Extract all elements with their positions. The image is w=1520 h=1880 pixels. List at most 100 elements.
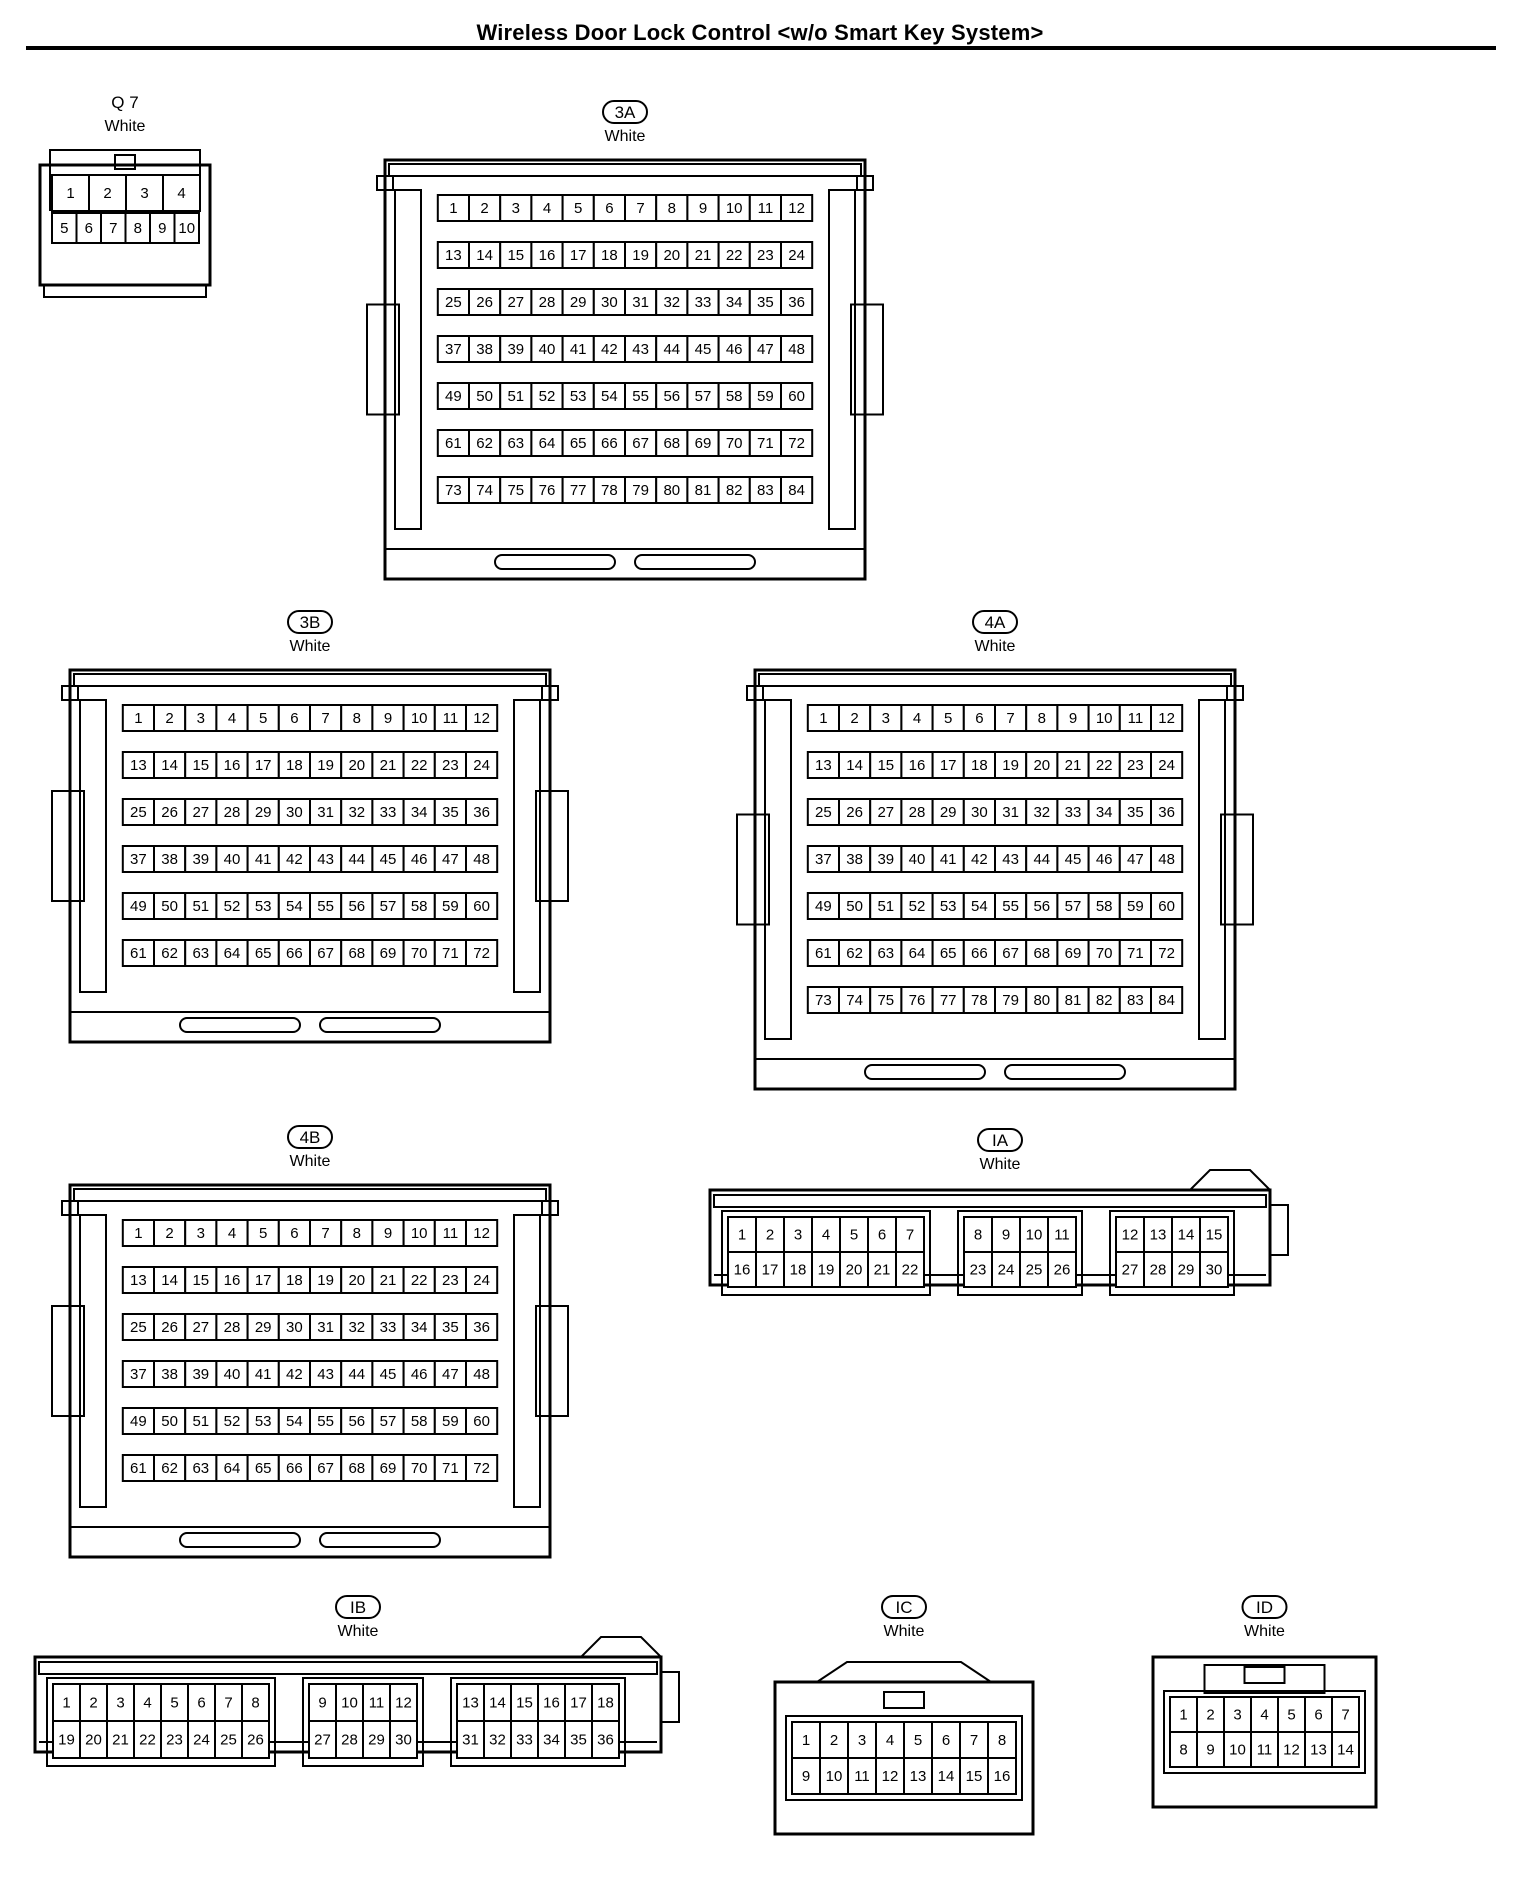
pin-number: 26 [1054,1262,1071,1279]
pin-56: 56 [655,382,689,410]
key-slot-left [179,1017,301,1033]
pin-number: 7 [321,1225,329,1242]
pin-cell [1150,939,1184,967]
pin-40: 40 [900,845,934,873]
pin-50: 50 [838,892,872,920]
connector-color: White [1244,1623,1285,1640]
pin-10: 10 [1223,1731,1252,1768]
pin-44: 44 [1025,845,1059,873]
pin-63: 63 [499,429,533,457]
connector-color: White [290,638,331,655]
pin-cell [1087,986,1121,1014]
pin-number: 6 [942,1732,950,1749]
pin-cell [436,382,471,410]
connector-id-badge [977,1128,1023,1152]
pin-number: 9 [158,220,166,237]
pin-46: 46 [402,845,436,873]
pin-cell [869,939,903,967]
pin-cell [465,892,499,920]
pin-13: 13 [436,241,471,269]
pin-52: 52 [900,892,934,920]
pin-number: 10 [178,220,195,237]
pin-cell [1047,1251,1077,1288]
pin-42: 42 [277,845,312,873]
pin-8: 8 [1025,704,1059,732]
pin-number: 18 [597,1695,614,1712]
pin-number: 56 [348,898,365,915]
pin-number: 12 [473,1225,490,1242]
pin-1: 1 [121,1219,156,1247]
pin-2: 2 [755,1216,785,1253]
pin-21: 21 [371,751,405,779]
pin-10: 10 [402,704,436,732]
pin-cell [465,1313,499,1341]
pin-1: 1 [121,704,156,732]
pin-cell [309,1407,343,1435]
pin-cell [246,845,280,873]
pin-cell [468,429,502,457]
pin-cell [838,986,872,1014]
pin-15: 15 [184,1266,218,1294]
side-latch-right [535,790,569,902]
latch [1243,1666,1286,1684]
pin-cell [456,1720,485,1759]
pin-number: 15 [192,757,209,774]
pin-number: 61 [815,945,832,962]
pin-cell [246,1454,280,1482]
pin-41: 41 [246,845,280,873]
pin-number: 74 [846,992,863,1009]
connector-id-badge [287,610,333,634]
pin-number: 14 [489,1695,506,1712]
pin-71: 71 [748,429,782,457]
pin-cell [389,1720,418,1759]
pin-16: 16 [215,1266,249,1294]
pin-cell [780,335,814,363]
pin-cell [819,1721,849,1759]
pin-cell [1199,1216,1229,1253]
pin-24: 24 [780,241,814,269]
pin-number: 68 [1033,945,1050,962]
pin-number: 63 [192,945,209,962]
pin-number: 4 [822,1227,830,1244]
pin-cell [371,939,405,967]
pin-group-frame [721,1210,931,1296]
pin-16: 16 [215,751,249,779]
pin-36: 36 [465,1313,499,1341]
pin-62: 62 [153,939,187,967]
pin-cell [1087,892,1121,920]
pin-42: 42 [962,845,997,873]
pin-65: 65 [931,939,965,967]
pin-cell [371,1313,405,1341]
pin-cell [277,1360,312,1388]
pin-3: 3 [499,194,533,222]
pin-cell [530,194,564,222]
pin-cell [1169,1731,1198,1768]
pin-24: 24 [465,751,499,779]
pin-number: 45 [380,1366,397,1383]
pin-number: 12 [395,1695,412,1712]
pin-cell [402,704,436,732]
side-latch-right [535,1305,569,1417]
pin-26: 26 [838,798,872,826]
pin-cell [1087,845,1121,873]
pin-10: 10 [335,1683,364,1722]
pin-cell [173,212,200,244]
pin-84: 84 [780,476,814,504]
pin-3: 3 [869,704,903,732]
pin-number: 35 [757,294,774,311]
pin-number: 3 [140,185,148,202]
pin-45: 45 [686,335,720,363]
pin-44: 44 [655,335,689,363]
pin-number: 31 [1002,804,1019,821]
pin-55: 55 [309,892,343,920]
pin-70: 70 [1087,939,1121,967]
pin-15: 15 [510,1683,539,1722]
pin-cell [1087,939,1121,967]
pin-78: 78 [962,986,997,1014]
pin-11: 11 [433,704,467,732]
pin-number: 40 [224,851,241,868]
pin-number: 64 [224,945,241,962]
pin-cell [838,751,872,779]
pin-number: 16 [224,1272,241,1289]
pin-number: 40 [909,851,926,868]
